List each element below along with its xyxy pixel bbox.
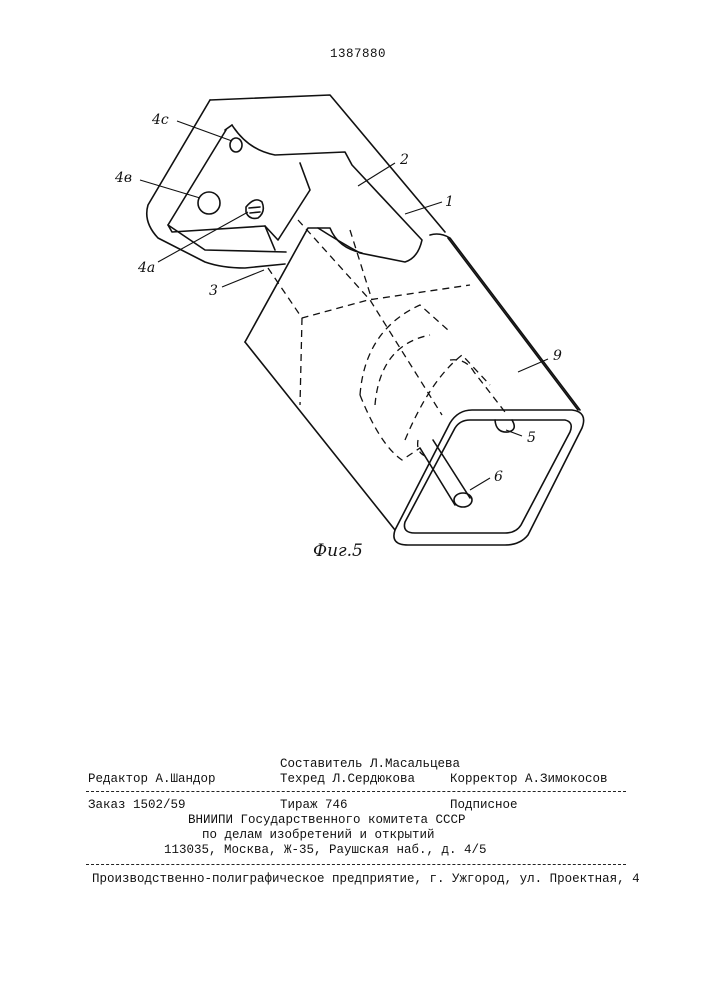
org-address: 113035, Москва, Ж-35, Раушская наб., д. … <box>164 843 487 857</box>
editor-line: Редактор А.Шандор <box>88 772 216 786</box>
circulation-line: Тираж 746 <box>280 798 348 812</box>
techred-line: Техред Л.Сердюкова <box>280 772 415 786</box>
printer-line: Производственно-полиграфическое предприя… <box>92 872 640 886</box>
divider-bottom <box>86 864 626 865</box>
org-line-2: по делам изобретений и открытий <box>202 828 435 842</box>
org-line-1: ВНИИПИ Государственного комитета СССР <box>188 813 466 827</box>
compiler-line: Составитель Л.Масальцева <box>280 757 460 771</box>
corrector-line: Корректор А.Зимокосов <box>450 772 608 786</box>
divider-top <box>86 791 626 792</box>
subscription-line: Подписное <box>450 798 518 812</box>
order-line: Заказ 1502/59 <box>88 798 186 812</box>
